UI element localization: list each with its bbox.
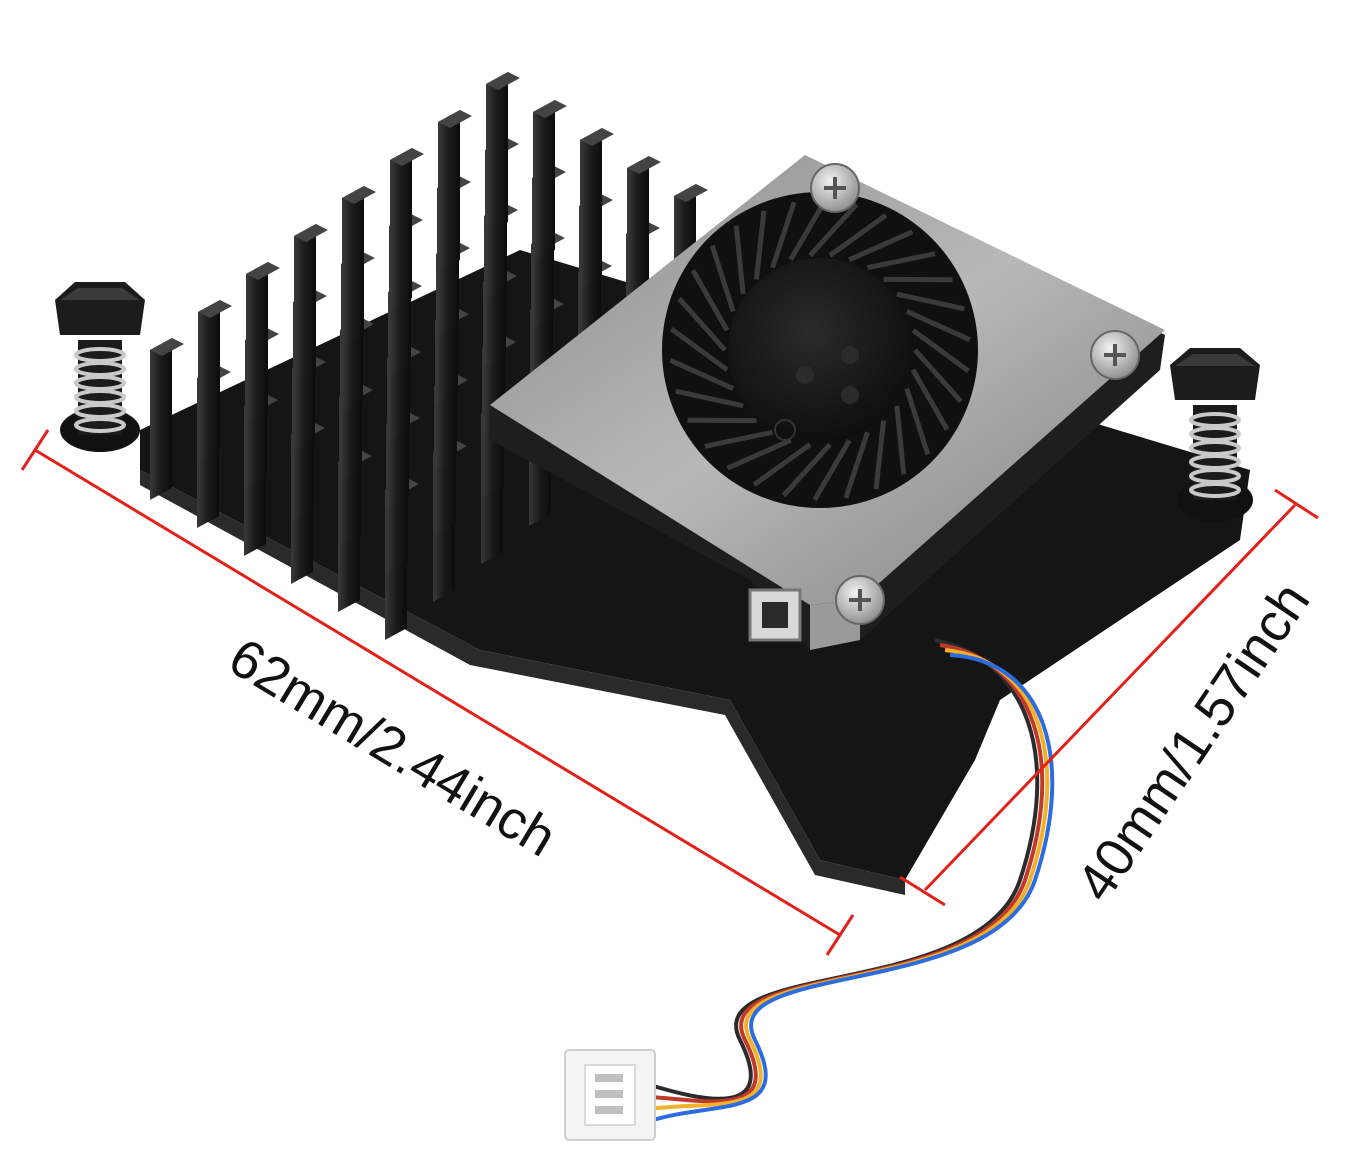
fan-blade: [677, 296, 727, 352]
fan-blade: [910, 368, 950, 431]
fan-blade: [770, 201, 797, 269]
fin-top: [246, 262, 280, 280]
fin-top: [150, 338, 184, 356]
length-dimension-line: [20, 429, 855, 956]
fin: [580, 128, 602, 290]
fan-screws-icon: [810, 163, 1140, 625]
fan-blade: [781, 442, 832, 498]
fan-blade: [675, 388, 744, 409]
spring-screw-left-icon: [55, 282, 145, 452]
fan-blade: [911, 328, 970, 374]
fin: [533, 100, 555, 262]
fan-blade: [690, 269, 730, 332]
fan-blade: [828, 213, 888, 258]
fin-top: [627, 156, 661, 174]
width-dimension-line: [899, 488, 1319, 907]
fin: [438, 110, 460, 272]
fan-blade: [670, 326, 729, 372]
fan-blade: [866, 251, 936, 271]
fin: [198, 300, 220, 462]
blower-fan-icon: [490, 155, 1165, 650]
fin-top: [580, 128, 614, 146]
fan-cable-icon: [649, 638, 1055, 1123]
fin: [342, 186, 364, 348]
heatsink-fins-icon: [150, 72, 755, 640]
fin: [627, 156, 649, 318]
fin: [150, 338, 172, 500]
fin-top: [342, 186, 376, 204]
fan-blade: [669, 358, 735, 391]
fan-blade: [704, 429, 774, 449]
spring-screw-right-icon: [1170, 348, 1260, 522]
fin-top: [486, 72, 520, 90]
fan-blade: [788, 198, 828, 261]
fin-top: [674, 184, 708, 202]
wire: [649, 653, 1055, 1123]
fan-blade: [726, 438, 792, 471]
fin: [294, 224, 316, 386]
fan-blade: [905, 309, 971, 342]
fin-top: [294, 224, 328, 242]
fan-blade: [873, 420, 887, 490]
fin-top: [198, 300, 232, 318]
fan-blade: [904, 387, 931, 456]
fin: [390, 148, 412, 310]
fan-blade: [848, 229, 914, 262]
jst-connector-icon: [564, 1049, 656, 1141]
fan-blade: [812, 439, 852, 502]
fan-blade: [843, 431, 870, 499]
fan-blade: [752, 442, 812, 487]
fan-blade: [896, 291, 965, 312]
spring-coil: [74, 417, 126, 433]
fin-top: [438, 110, 472, 128]
fan-blade: [753, 210, 767, 280]
fan-blade: [709, 244, 736, 313]
fan-blade: [808, 202, 859, 258]
fan-blade: [894, 405, 907, 475]
fin: [246, 262, 268, 424]
fin: [486, 72, 508, 234]
spring-coil: [1189, 482, 1241, 498]
fin-top: [390, 148, 424, 166]
fan-blade: [733, 225, 746, 295]
fan-blade: [913, 348, 963, 404]
fin-top: [533, 100, 567, 118]
